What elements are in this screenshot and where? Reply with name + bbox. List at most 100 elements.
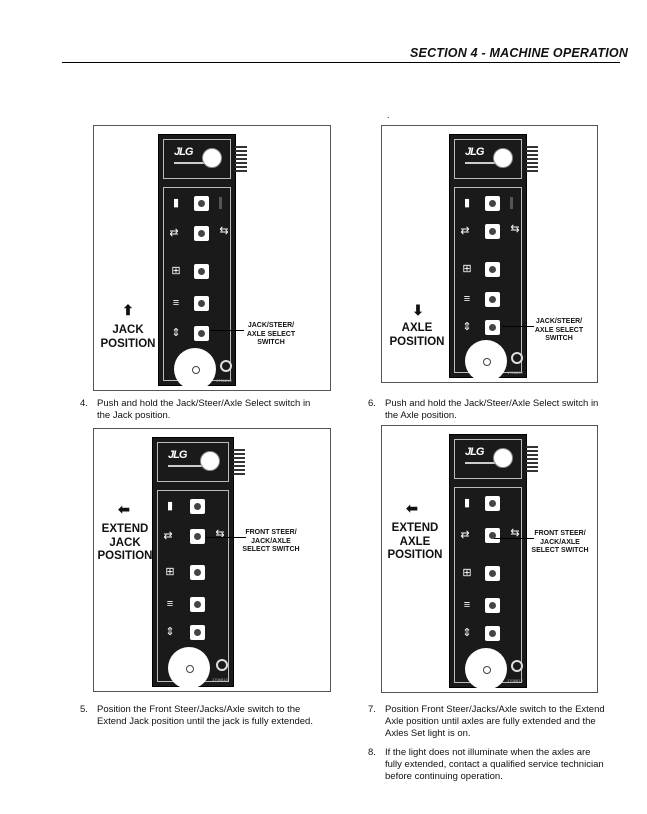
step-text: If the light does not illuminate when th…	[385, 747, 620, 782]
panel-header-plate: JLG	[454, 439, 522, 479]
panel-plate-number: 1706813	[507, 370, 523, 375]
label-line-2: POSITION	[100, 337, 156, 350]
control-knob	[465, 340, 507, 382]
emergency-stop	[511, 660, 523, 672]
step-line: Push and hold the Jack/Steer/Axle Select…	[385, 398, 599, 409]
panel-plate-number: 1706813	[212, 677, 228, 682]
level-icon: ≡	[463, 599, 471, 611]
figure-jack-position: JLG ▮ ⇄ ⇆ ⊞ ≡ ⇕ 1706813 ⬆ JACK POSITION	[93, 125, 331, 391]
steer-right-icon: ⇆	[215, 528, 225, 540]
label-line-2: JACK	[109, 536, 141, 549]
callout-line-3: SWITCH	[545, 335, 573, 342]
decal-line	[465, 162, 501, 164]
header-rule	[62, 62, 620, 63]
step-line: Extend Jack position until the jack is f…	[97, 715, 313, 727]
callout-line-2: JACK/AXLE	[251, 537, 291, 545]
step-number: 8.	[368, 747, 376, 758]
step-line: Axle position until axles are fully exte…	[385, 715, 596, 727]
level-toggle-switch	[194, 296, 209, 311]
position-label: EXTEND AXLE POSITION	[382, 522, 448, 563]
steer-left-icon: ⇄	[460, 225, 470, 237]
indicator-slot	[219, 197, 222, 209]
steer-toggle-switch	[485, 224, 500, 239]
control-knob	[168, 647, 210, 689]
manual-warning-icon	[202, 148, 222, 168]
panel-side-ribs	[526, 446, 538, 474]
figure-extend-jack-position: JLG ▮ ⇄ ⇆ ⊞ ≡ ⇕ 1706813 ⬅ EXTEND JACK PO…	[93, 428, 331, 692]
level-icon: ≡	[166, 598, 174, 610]
jack-steer-axle-select-switch	[190, 625, 205, 640]
callout-leader	[494, 538, 534, 539]
callout-label: FRONT STEER/ JACK/AXLE SELECT SWITCH	[530, 530, 590, 556]
callout-line-3: SELECT SWITCH	[242, 546, 300, 553]
jack-toggle-switch	[190, 499, 205, 514]
switch-panel: ▮ ⇄ ⇆ ⊞ ≡ ⇕ 1706813	[454, 487, 523, 690]
jlg-logo: JLG	[465, 146, 484, 158]
jack-steer-axle-icon: ⇕	[462, 321, 472, 333]
manual-warning-icon	[200, 451, 220, 471]
axle-icon: ⊞	[462, 263, 472, 275]
step-number: 5.	[80, 704, 88, 715]
step-line: before continuing operation.	[385, 770, 503, 782]
step-line: If the light does not illuminate when th…	[385, 747, 591, 758]
step-text: Position the Front Steer/Jacks/Axle swit…	[97, 704, 332, 728]
callout-leader	[210, 330, 244, 331]
step-text: Push and hold the Jack/Steer/Axle Select…	[97, 398, 332, 422]
emergency-stop	[220, 360, 232, 372]
callout-line-1: FRONT STEER/	[245, 529, 297, 536]
arrow-left-icon: ⬅	[118, 501, 130, 517]
panel-plate-number: 1706813	[507, 678, 523, 683]
control-panel: JLG ▮ ⇄ ⇆ ⊞ ≡ ⇕ 1706813	[158, 134, 236, 390]
jack-steer-axle-select-switch	[485, 320, 500, 335]
control-panel: JLG ▮ ⇄ ⇆ ⊞ ≡ ⇕ 1706813	[152, 437, 234, 689]
decal-line	[465, 462, 501, 464]
steer-left-icon: ⇄	[163, 530, 173, 542]
jack-toggle-switch	[194, 196, 209, 211]
control-knob	[465, 648, 507, 690]
jlg-logo: JLG	[168, 449, 187, 461]
step-line: Position Front Steer/Jacks/Axle switch t…	[385, 704, 605, 715]
steer-right-icon: ⇆	[510, 527, 520, 539]
jack-icon: ▮	[463, 197, 471, 209]
callout-label: FRONT STEER/ JACK/AXLE SELECT SWITCH	[240, 529, 302, 555]
control-knob	[174, 348, 216, 390]
jack-icon: ▮	[463, 497, 471, 509]
callout-line-1: JACK/STEER/	[247, 322, 295, 329]
axle-toggle-switch	[485, 566, 500, 581]
front-steer-jack-axle-select-switch	[485, 528, 500, 543]
jlg-logo: JLG	[465, 446, 484, 458]
page-mark: .	[387, 110, 390, 120]
callout-leader	[206, 537, 246, 538]
callout-line-3: SELECT SWITCH	[531, 547, 589, 554]
steer-toggle-switch	[194, 226, 209, 241]
steer-right-icon: ⇆	[219, 225, 229, 237]
control-panel: JLG ▮ ⇄ ⇆ ⊞ ≡ ⇕ 1706813	[449, 134, 527, 382]
control-panel: JLG ▮ ⇄ ⇆ ⊞ ≡ ⇕ 1706813	[449, 434, 527, 690]
callout-line-2: AXLE SELECT	[534, 326, 584, 334]
jack-toggle-switch	[485, 196, 500, 211]
step-number: 7.	[368, 704, 376, 715]
step-text: Push and hold the Jack/Steer/Axle Select…	[385, 398, 620, 422]
manual-warning-icon	[493, 148, 513, 168]
jack-icon: ▮	[172, 197, 180, 209]
jack-steer-axle-select-switch	[485, 626, 500, 641]
indicator-slot	[510, 197, 513, 209]
jack-icon: ▮	[166, 500, 174, 512]
panel-side-ribs	[235, 146, 247, 174]
figure-extend-axle-position: JLG ▮ ⇄ ⇆ ⊞ ≡ ⇕ 1706813 ⬅ EXTEND AXLE PO…	[381, 425, 598, 693]
figure-axle-position: JLG ▮ ⇄ ⇆ ⊞ ≡ ⇕ 1706813 ⬇ AXLE POSITION	[381, 125, 598, 383]
callout-label: JACK/STEER/ AXLE SELECT SWITCH	[530, 318, 588, 344]
step-line: fully extended, contact a qualified serv…	[385, 758, 604, 770]
front-steer-jack-axle-select-switch	[190, 529, 205, 544]
arrow-down-icon: ⬇	[412, 302, 424, 318]
panel-header-plate: JLG	[157, 442, 229, 482]
step-number: 4.	[80, 398, 88, 409]
axle-toggle-switch	[485, 262, 500, 277]
step-line: Push and hold the Jack/Steer/Axle Select…	[97, 398, 311, 409]
steer-right-icon: ⇆	[510, 223, 520, 235]
step-number: 6.	[368, 398, 376, 409]
step-line: the Axle position.	[385, 409, 457, 421]
callout-label: JACK/STEER/ AXLE SELECT SWITCH	[240, 322, 302, 348]
position-label: AXLE POSITION	[384, 322, 450, 349]
level-icon: ≡	[172, 297, 180, 309]
